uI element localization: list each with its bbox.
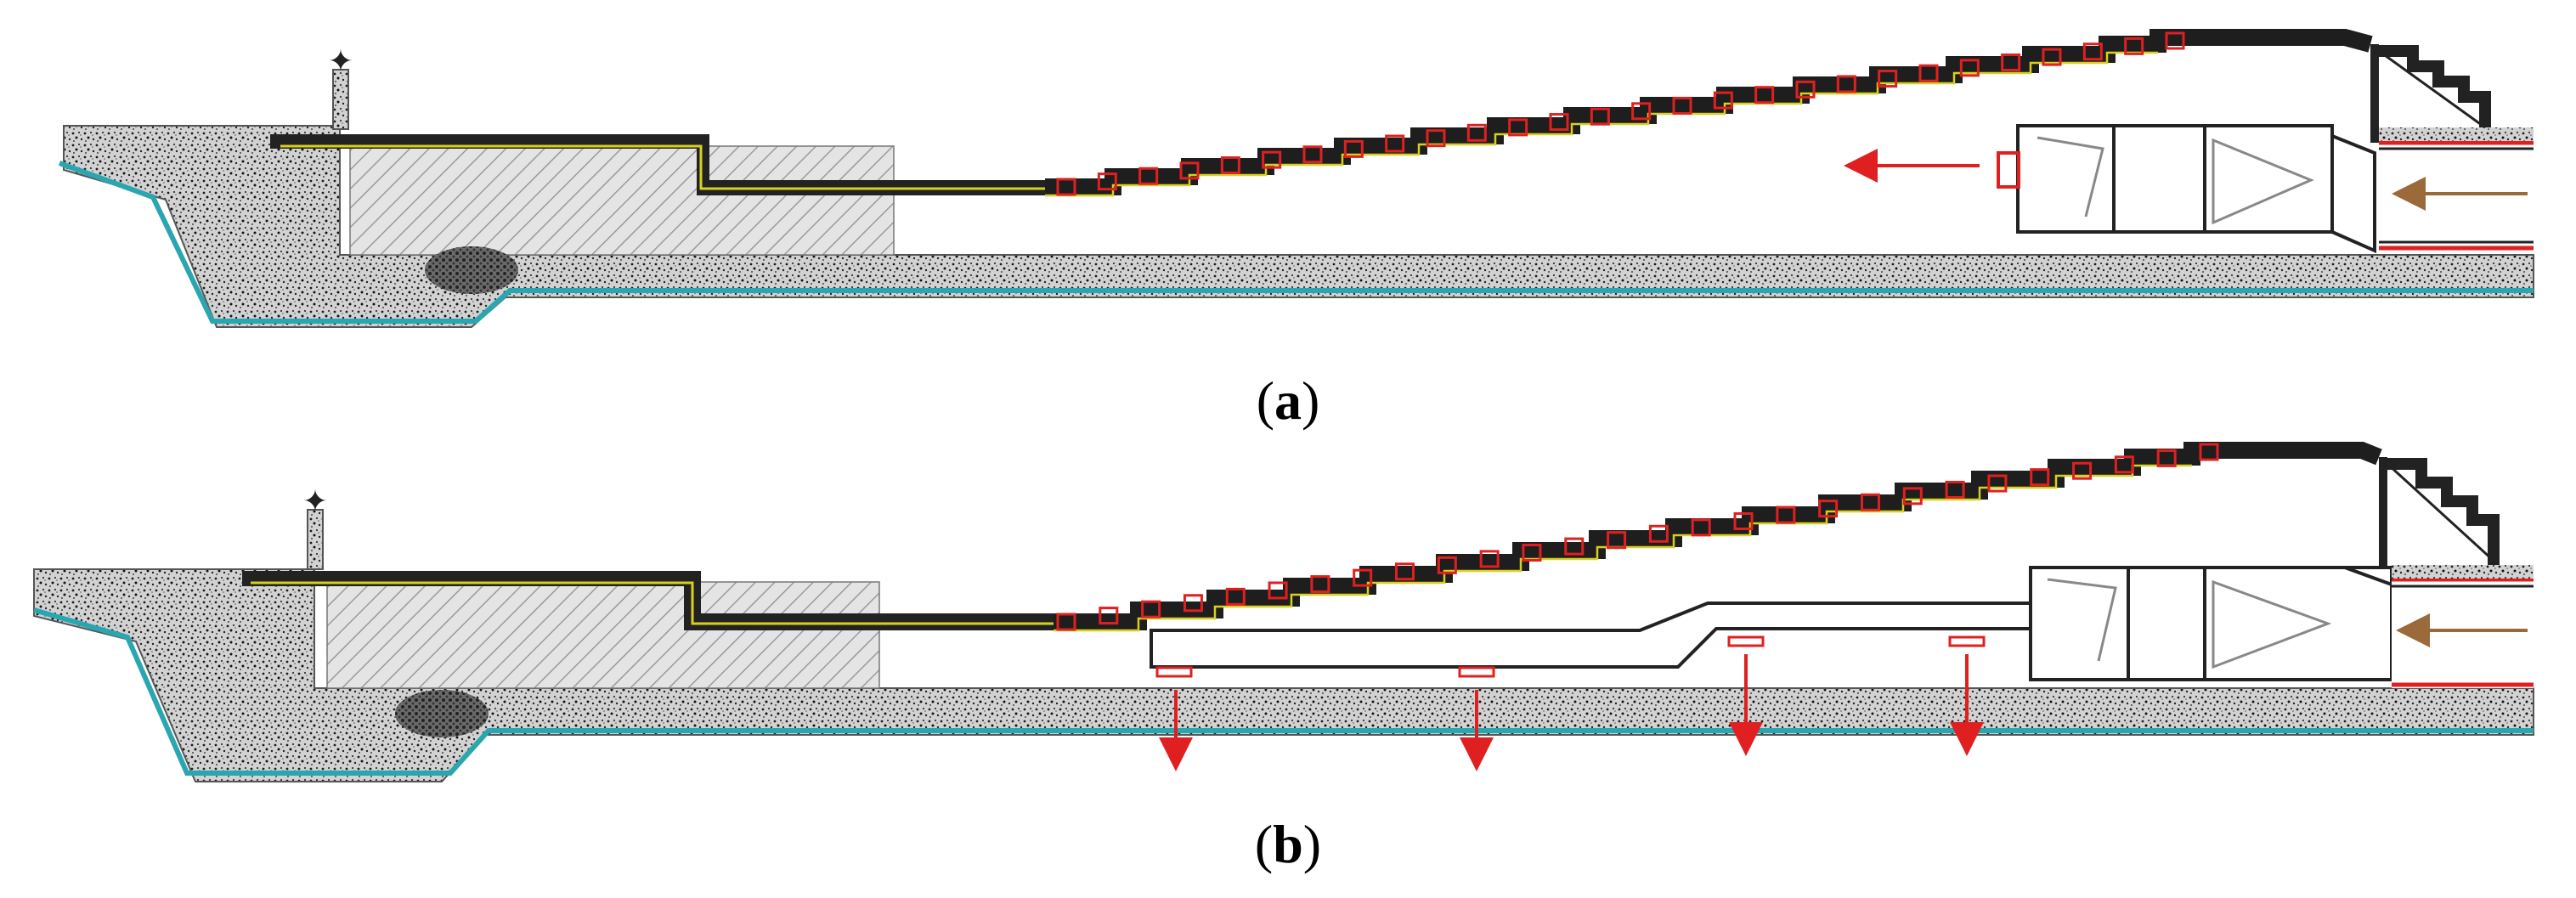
red-marker — [1818, 500, 1839, 518]
stepped-stand — [1045, 29, 2373, 195]
outlet-4 — [1948, 635, 1986, 756]
red-markers — [1056, 443, 2219, 631]
equipment-unit — [2029, 566, 2393, 681]
panel-caption-a: (a) — [1256, 370, 1320, 431]
supply-duct — [2379, 127, 2534, 251]
red-marker — [1795, 80, 1816, 99]
red-marker — [1945, 480, 1965, 499]
red-marker — [1141, 600, 1161, 618]
red-marker — [1860, 493, 1880, 511]
red-marker — [1426, 129, 1446, 148]
red-marker — [1225, 587, 1246, 606]
red-marker — [1522, 544, 1542, 562]
red-marker — [1607, 531, 1627, 550]
red-marker — [1479, 550, 1500, 568]
panel-label-b: b — [1273, 814, 1303, 874]
equipment-unit — [1997, 124, 2376, 254]
red-markers — [1056, 31, 2185, 196]
end-diagonal — [2378, 49, 2486, 129]
red-marker — [1836, 75, 1856, 93]
dark-aggregate — [395, 690, 489, 737]
red-marker — [1508, 118, 1528, 137]
yellow-stand-edge — [1045, 51, 2158, 197]
red-marker — [1385, 134, 1405, 153]
red-marker — [1343, 139, 1364, 158]
red-marker — [1268, 581, 1288, 600]
underfloor-duct — [1150, 601, 2032, 669]
red-marker — [1631, 102, 1652, 121]
panel-caption-b: (b) — [1254, 814, 1322, 874]
red-marker — [1776, 505, 1796, 524]
yellow-stand-edge — [1054, 464, 2192, 632]
end-wall — [2379, 457, 2387, 578]
red-marker — [2165, 31, 2185, 50]
red-marker — [1302, 145, 1323, 164]
red-marker — [2042, 48, 2062, 66]
red-marker — [2199, 443, 2219, 461]
end-diagonal — [2386, 462, 2495, 562]
red-marker — [1466, 123, 1487, 142]
end-steps — [2379, 45, 2491, 127]
waterproof-layer — [33, 607, 2534, 776]
panel-a-diagram: ✦ — [58, 29, 2534, 328]
red-marker — [1437, 556, 1457, 574]
outlet-3 — [1727, 635, 1765, 756]
star-icon: ✦ — [302, 484, 328, 519]
red-marker — [1138, 167, 1159, 185]
red-marker — [1099, 607, 1119, 625]
red-marker — [2156, 449, 2177, 467]
red-marker — [1959, 59, 1980, 77]
red-marker — [1987, 474, 2008, 493]
end-steps — [2387, 458, 2500, 569]
red-marker — [1183, 594, 1203, 613]
star-icon: ✦ — [328, 44, 353, 79]
red-marker — [1590, 107, 1610, 126]
red-marker — [1918, 64, 1939, 82]
red-marker — [1310, 575, 1330, 594]
red-marker — [1691, 518, 1711, 537]
hatched-block — [326, 581, 880, 689]
red-marker — [1056, 178, 1076, 196]
red-marker — [1878, 70, 1898, 88]
outlet-2 — [1458, 666, 1495, 771]
red-marker — [1097, 172, 1117, 191]
red-marker — [2124, 37, 2144, 55]
red-marker — [2072, 461, 2093, 480]
yellow-edge — [251, 581, 1058, 625]
end-wall — [2370, 44, 2379, 143]
red-marker — [1395, 562, 1415, 581]
red-marker — [1353, 568, 1373, 587]
red-marker — [1179, 161, 1200, 180]
red-marker — [1056, 613, 1076, 631]
red-marker — [1902, 487, 1923, 505]
outlet-1 — [1155, 666, 1193, 771]
red-marker — [1564, 537, 1585, 556]
red-marker — [1220, 156, 1240, 175]
waterproof-layer — [58, 161, 2534, 324]
red-marker — [1754, 86, 1775, 104]
panel-b-diagram: ✦ — [33, 442, 2534, 782]
hatched-block — [349, 145, 895, 256]
yellow-edge — [280, 144, 1049, 190]
supply-duct — [2392, 565, 2534, 688]
red-marker — [1713, 91, 1733, 110]
red-marker — [1672, 96, 1692, 115]
red-marker — [2114, 455, 2134, 474]
red-marker — [1549, 113, 1569, 132]
roof-slab — [242, 571, 1054, 630]
red-marker — [1262, 150, 1282, 169]
red-marker — [1733, 511, 1754, 530]
post — [332, 69, 349, 130]
dark-aggregate — [425, 246, 518, 294]
red-marker — [2082, 42, 2103, 61]
roof-slab — [270, 134, 1045, 195]
red-marker — [1648, 524, 1669, 543]
red-marker — [2001, 53, 2021, 71]
red-marker — [2030, 468, 2050, 487]
panel-label-a: a — [1274, 370, 1302, 431]
post — [307, 509, 324, 570]
